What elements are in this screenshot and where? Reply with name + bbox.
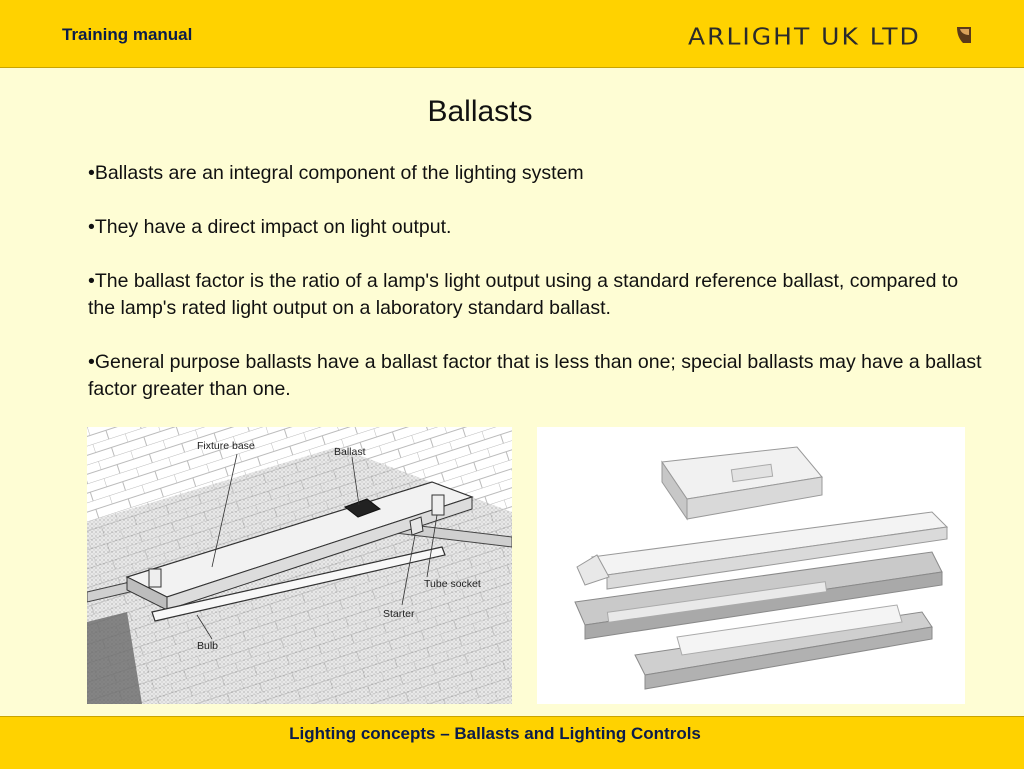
ballast-products-photo [537,427,965,704]
logo-mark-icon [957,27,971,43]
footer-title: Lighting concepts – Ballasts and Lightin… [289,724,701,743]
bullet-item: •General purpose ballasts have a ballast… [88,351,982,400]
footer-bar: Lighting concepts – Ballasts and Lightin… [0,716,1024,769]
header-title: Training manual [62,25,193,44]
bullet-item: •The ballast factor is the ratio of a la… [88,270,959,319]
starter-shape [409,516,424,536]
bullet-list: •Ballasts are an integral component of t… [88,160,988,430]
label-bulb: Bulb [197,640,218,652]
label-fixture-base: Fixture base [197,440,255,452]
company-logo-text: ARLIGHT UK LTD [688,23,921,50]
bullet-item: •Ballasts are an integral component of t… [88,162,584,184]
label-tube-socket: Tube socket [424,578,481,590]
ballast-shape [343,498,382,518]
bulb-tube [151,546,446,622]
tube-socket-left [148,568,162,588]
fluorescent-fixture-diagram: Fixture base Ballast Tube socket Starter… [87,427,512,704]
bullet-item: •They have a direct impact on light outp… [88,216,452,238]
label-ballast: Ballast [334,446,366,458]
slide-title: Ballasts [427,95,533,128]
tube-socket-right [431,494,445,516]
header-bar: Training manual ARLIGHT UK LTD [0,0,1024,68]
label-starter: Starter [383,608,415,620]
